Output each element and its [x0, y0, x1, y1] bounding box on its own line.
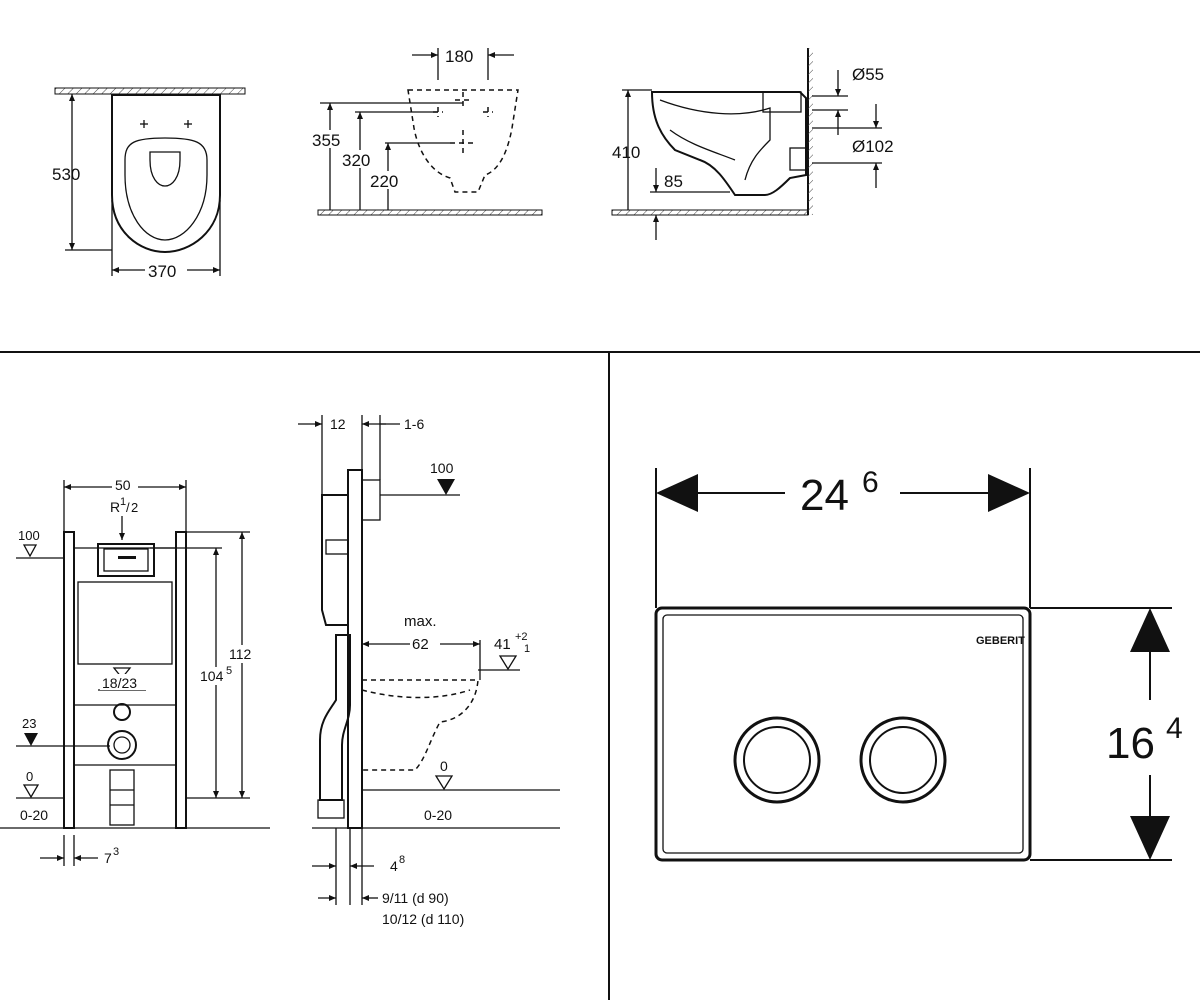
dim-frame-width: 50 [115, 477, 131, 493]
dim-offset-85: 85 [664, 172, 683, 191]
dim-bowl-height: 410 [612, 143, 640, 162]
dim-bowl-width: 370 [148, 262, 176, 281]
dim-h-220: 220 [370, 172, 398, 191]
dim-side-c: 4 [390, 858, 398, 874]
level-mid: 23 [22, 716, 36, 731]
bowl-side-view: 410 85 Ø55 Ø102 [611, 48, 894, 240]
level-zero-side: 0 [440, 758, 448, 774]
flush-button-large [733, 716, 821, 804]
bowl-top-view: 530 370 [52, 87, 246, 281]
dim-plate-width-sup: 6 [862, 466, 879, 499]
tol-plus: +2 [515, 631, 528, 643]
pipe-spec-a: 9/11 (d 90) [382, 890, 449, 906]
plate-brand: GEBERIT [976, 635, 1025, 647]
dim-side-c-sup: 8 [399, 854, 405, 866]
label-connection-slash: / [126, 500, 130, 515]
dim-plate-height-sup: 4 [1166, 712, 1183, 745]
dim-plate-height: 16 [1106, 719, 1155, 768]
dim-inlet: Ø55 [852, 65, 884, 84]
dim-inner-height: 104 [200, 668, 224, 684]
label-connection-num: 1 [120, 496, 126, 508]
dim-plate-width: 24 [800, 471, 849, 520]
pipe-spec-b: 10/12 (d 110) [382, 911, 464, 927]
label-max: max. [404, 613, 437, 630]
tol-minus: 1 [524, 643, 530, 655]
dim-spacing: 18/23 [102, 675, 137, 691]
dim-inner-height-sup: 5 [226, 665, 232, 677]
level-41: 41 [494, 636, 511, 653]
dim-base-offset-sup: 3 [113, 846, 119, 858]
flush-plate-view: GEBERIT 24 6 16 4 [654, 466, 1183, 862]
flush-button-small [859, 716, 947, 804]
level-top-side: 100 [430, 460, 454, 476]
dim-h-320: 320 [342, 151, 370, 170]
level-zero-front: 0 [26, 769, 33, 784]
dim-bowl-depth: 530 [52, 165, 80, 184]
dim-h-355: 355 [312, 131, 340, 150]
label-connection: R [110, 499, 120, 515]
frame-side-view: 12 1-6 100 max. 62 41 +2 1 0 0-20 4 8 9/… [298, 415, 560, 927]
level-top: 100 [18, 528, 40, 543]
frame-front-view: 50 R 1 / 2 100 23 0 0-20 112 104 5 18 [0, 477, 270, 866]
range-side: 0-20 [424, 807, 452, 823]
label-connection-den: 2 [131, 500, 138, 515]
dim-frame-height: 112 [229, 646, 252, 662]
dim-side-b: 1-6 [404, 416, 424, 432]
range-front: 0-20 [20, 807, 48, 823]
flush-plate [654, 606, 1032, 862]
bowl-rear-view: 180 355 320 220 [310, 47, 543, 216]
dim-base-offset: 7 [104, 850, 112, 866]
dim-outlet: Ø102 [852, 137, 894, 156]
dim-max: 62 [412, 636, 429, 653]
dim-hole-spacing: 180 [445, 47, 473, 66]
dim-side-a: 12 [330, 416, 346, 432]
